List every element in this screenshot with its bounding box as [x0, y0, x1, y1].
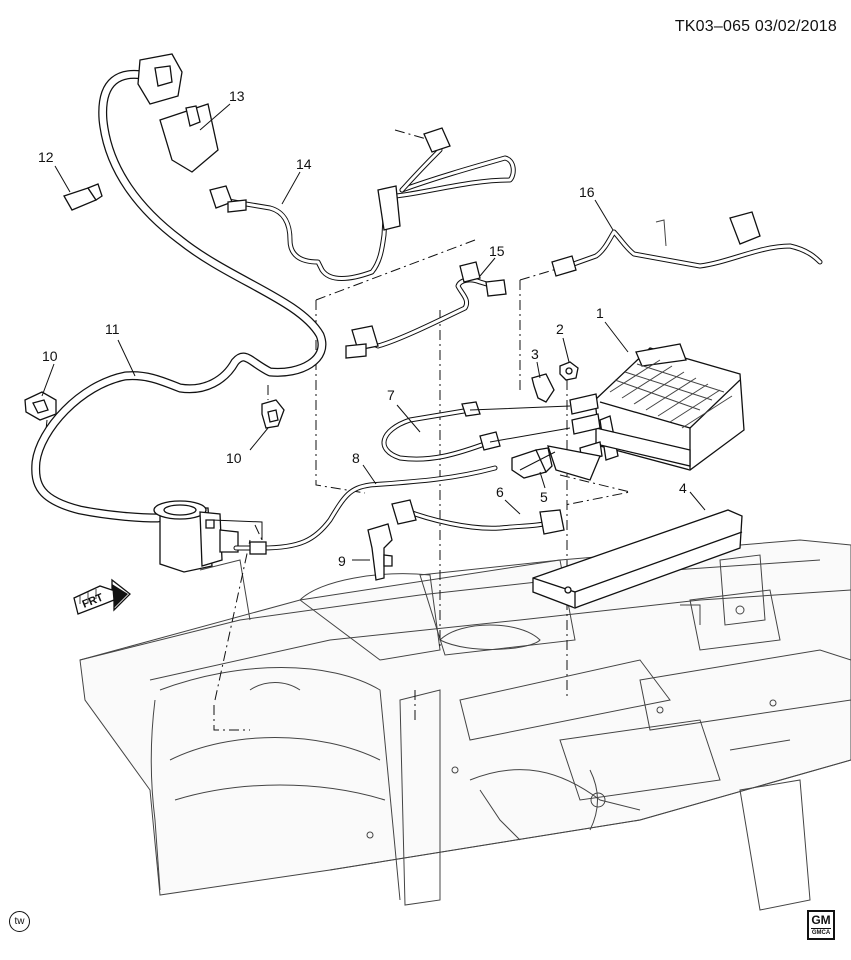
- doc-id: TK03–065 03/02/2018: [674, 18, 837, 35]
- canister-shield-4: [532, 509, 743, 609]
- callout-2: 2: [556, 321, 564, 337]
- hose-bracket-9: [367, 523, 393, 581]
- canister-connector-5: [511, 447, 553, 479]
- callout-8: 8: [352, 450, 360, 466]
- callout-7: 7: [387, 387, 395, 403]
- gm-logo-subtext: GMCA: [811, 928, 831, 936]
- hose-clip-10a: [24, 391, 57, 421]
- leader-lines: [41, 103, 706, 561]
- callout-14: 14: [296, 156, 312, 172]
- callout-3: 3: [531, 346, 539, 362]
- gm-logo-text: GM: [811, 913, 831, 927]
- callout-13: 13: [229, 88, 245, 104]
- vent-filter-assembly: [153, 500, 263, 573]
- front-indicator: FRT: [73, 578, 131, 615]
- vent-hose-8: [233, 465, 498, 555]
- vehicle-frame: [79, 539, 851, 911]
- callout-11: 11: [105, 321, 120, 337]
- gm-logo-icon: GM GMCA: [807, 910, 835, 940]
- fuel-tube-15: [345, 261, 507, 359]
- callout-9: 9: [338, 553, 346, 569]
- nut-2: [559, 361, 579, 381]
- vent-hose-11: [31, 69, 327, 523]
- fuel-tube-14: [209, 127, 516, 281]
- hose-clip-12: [63, 183, 103, 211]
- vent-cap-bracket-13: [137, 53, 219, 173]
- callout-12: 12: [38, 149, 54, 165]
- purge-tube-7: [381, 401, 501, 462]
- fuel-tube-16: [551, 211, 823, 277]
- evap-canister-1: [469, 343, 745, 481]
- callout-15: 15: [489, 243, 505, 259]
- callout-10b: 10: [226, 450, 242, 466]
- callout-1: 1: [596, 305, 604, 321]
- callout-5: 5: [540, 489, 548, 505]
- callout-6: 6: [496, 484, 504, 500]
- callout-labels: 1 2 3 4 5 6 7 8 9 10 10 11 12 13 14 15 1…: [38, 88, 687, 569]
- hose-clip-10b: [261, 399, 285, 429]
- tw-icon: tw: [9, 911, 30, 932]
- callout-10a: 10: [42, 348, 58, 364]
- evap-hose-6: [391, 499, 565, 535]
- clip-3: [531, 373, 555, 403]
- callout-4: 4: [679, 480, 687, 496]
- callout-16: 16: [579, 184, 595, 200]
